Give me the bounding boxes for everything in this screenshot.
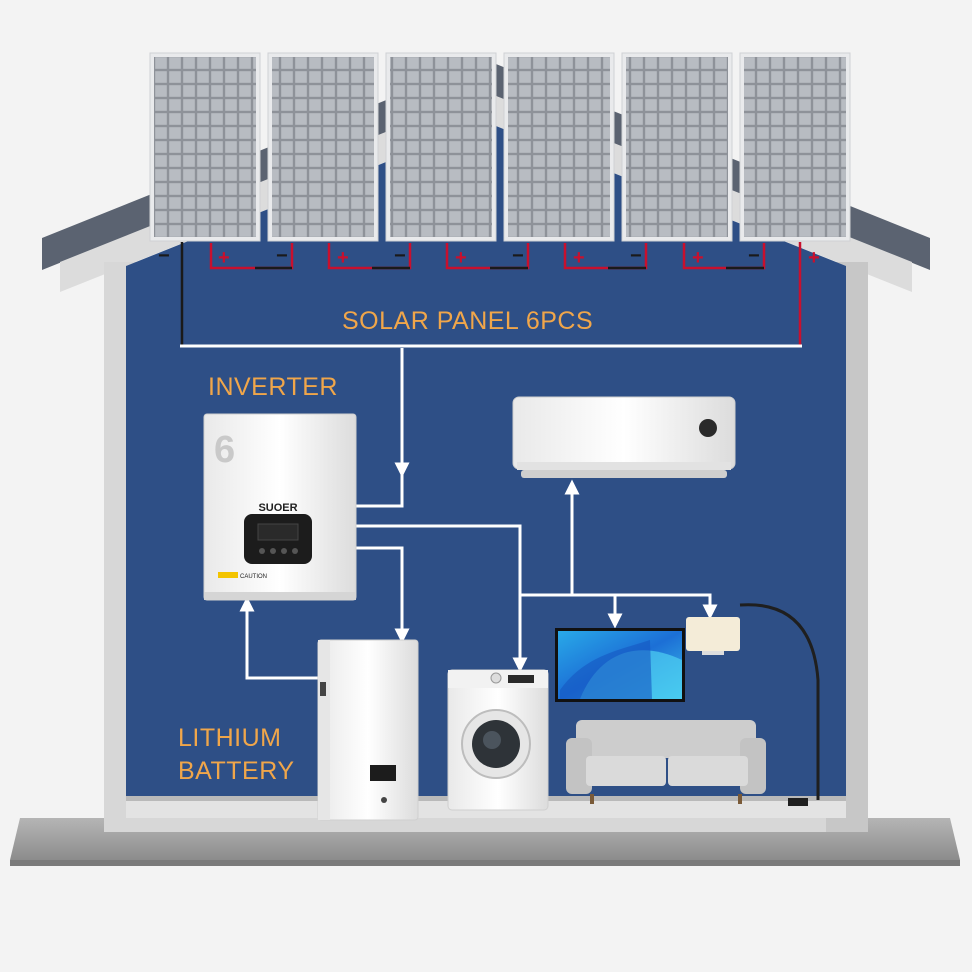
- tv: [555, 628, 685, 702]
- inverter-brand-logo: SUOER: [258, 502, 297, 514]
- solar-panel: [739, 52, 851, 242]
- inverter-label: INVERTER: [208, 373, 338, 401]
- terminal-negative: −: [630, 245, 642, 267]
- terminal-negative: −: [512, 245, 524, 267]
- inverter-unit: 6 SUOER CAUTION: [203, 413, 357, 601]
- terminal-negative: −: [394, 245, 406, 267]
- terminal-positive: +: [455, 247, 467, 269]
- air-conditioner: [512, 396, 736, 478]
- washing-machine: [447, 669, 549, 811]
- terminal-negative: −: [748, 245, 760, 267]
- inverter-caution-label: CAUTION: [240, 574, 267, 580]
- power-flow-lines: [180, 344, 802, 680]
- battery-label-line2: BATTERY: [178, 756, 295, 785]
- solar-panel: [149, 52, 261, 242]
- solar-panel: [503, 52, 615, 242]
- battery-label-line1: LITHIUM: [178, 724, 282, 752]
- terminal-negative: −: [158, 245, 170, 267]
- solar-panel: [267, 52, 379, 242]
- panel-wiring: [180, 242, 802, 346]
- terminal-negative: −: [276, 245, 288, 267]
- lithium-battery-label: LITHIUM BATTERY: [178, 722, 295, 787]
- terminal-positive: +: [218, 247, 230, 269]
- solar-panel: [621, 52, 733, 242]
- terminal-positive: +: [573, 247, 585, 269]
- solar-panel-label: SOLAR PANEL 6PCS: [342, 307, 594, 335]
- solar-panel-array: [149, 52, 851, 242]
- inverter-model-number: 6: [214, 429, 235, 471]
- terminal-positive: +: [337, 247, 349, 269]
- sofa: [566, 720, 766, 804]
- terminal-positive: +: [808, 247, 820, 269]
- terminal-markers: − + − + − + − + − + − +: [158, 245, 820, 269]
- solar-panel: [385, 52, 497, 242]
- ac-display-icon: [699, 419, 717, 437]
- floor-lamp: [686, 603, 820, 806]
- terminal-positive: +: [692, 247, 704, 269]
- lithium-battery: [317, 639, 419, 821]
- battery-display: [370, 765, 396, 781]
